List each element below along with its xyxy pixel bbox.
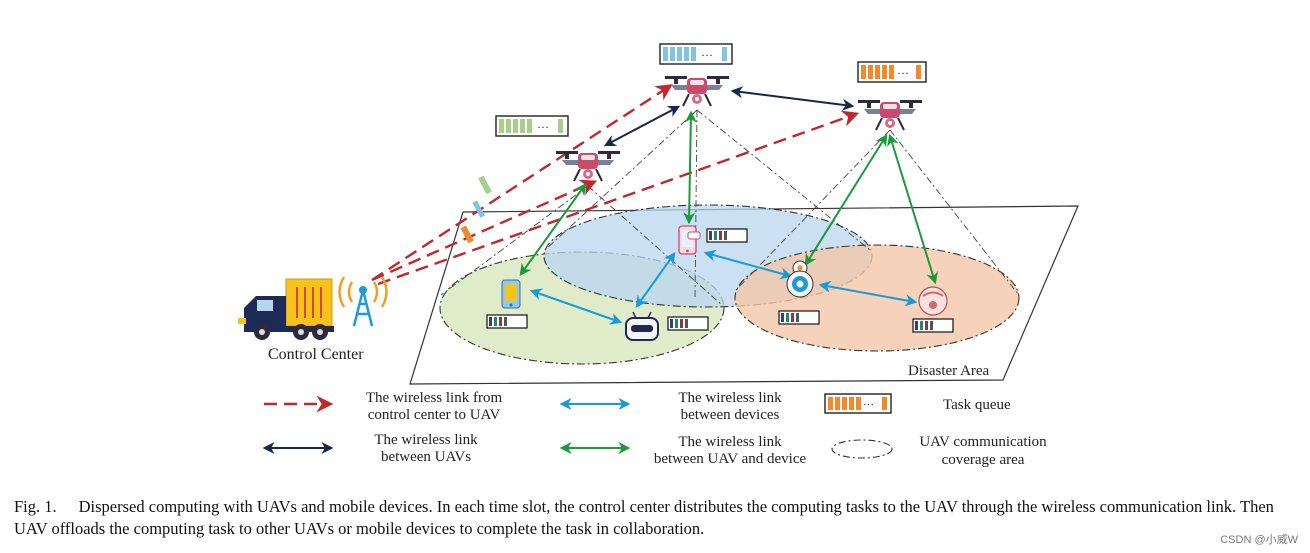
figure-caption: Fig. 1.Dispersed computing with UAVs and…: [14, 496, 1304, 540]
legend-task-queue-icon: ···: [824, 393, 892, 414]
packet-green: [478, 175, 492, 195]
legend-task-queue-label: Task queue: [943, 397, 1011, 413]
task-queue-uav-right: ···: [857, 61, 927, 83]
figure-number: Fig. 1.: [14, 497, 57, 516]
task-queue-device-bb8: [778, 310, 820, 325]
control-center-label: Control Center: [268, 346, 364, 363]
packet-blue: [472, 200, 485, 218]
caption-text: Dispersed computing with UAVs and mobile…: [14, 497, 1274, 538]
legend-cc-uav-label: control center to UAV: [368, 407, 501, 423]
task-queue-device-robot: [667, 316, 709, 331]
task-queue-device-phone: [486, 314, 528, 329]
device-robot-ball: [918, 286, 948, 316]
legend-uav-label: The wireless link: [374, 432, 478, 448]
legend: The wireless link from control center to…: [262, 390, 1047, 468]
legend-coverage-label: UAV communication: [919, 434, 1047, 450]
queue-dots: ···: [537, 120, 549, 134]
uav-device-links: [519, 110, 938, 285]
disaster-area-label: Disaster Area: [908, 363, 990, 379]
packet-orange: [460, 225, 474, 244]
antenna-tower-icon: [338, 276, 388, 327]
queue-dots: ···: [897, 66, 909, 80]
device-links: [529, 249, 918, 325]
uav-drone-top: [664, 75, 730, 107]
coverage-area-right: [734, 244, 1020, 352]
legend-uav-device-label: The wireless link: [678, 434, 782, 450]
uav-drone-right: [857, 99, 923, 131]
legend-coverage-icon: [831, 439, 893, 459]
uav-drone-left: [555, 150, 621, 182]
queue-dots: ···: [701, 48, 713, 62]
legend-cc-uav-label: The wireless link from: [366, 390, 503, 406]
device-smartphone-left: [501, 279, 521, 309]
legend-device-label: The wireless link: [678, 390, 782, 406]
device-smartphone-center: [678, 225, 701, 255]
control-center-truck: [238, 278, 334, 340]
dispersed-computing-diagram: ··· ··· ···: [238, 43, 1079, 468]
queue-dots: ···: [863, 399, 874, 411]
task-queue-uav-left: ···: [495, 115, 569, 137]
device-robot-center: [625, 311, 659, 341]
task-queue-uav-top: ···: [659, 43, 733, 65]
legend-uav-label: between UAVs: [381, 449, 471, 465]
uav-links: [603, 86, 855, 147]
legend-coverage-label: coverage area: [942, 452, 1025, 468]
task-queue-device-phone-center: [706, 228, 748, 243]
legend-device-label: between devices: [681, 407, 780, 423]
legend-uav-device-label: between UAV and device: [654, 451, 807, 467]
task-queue-device-ball: [912, 318, 954, 333]
device-robot-bb8: [786, 260, 814, 298]
watermark: CSDN @小威W: [1220, 534, 1298, 546]
